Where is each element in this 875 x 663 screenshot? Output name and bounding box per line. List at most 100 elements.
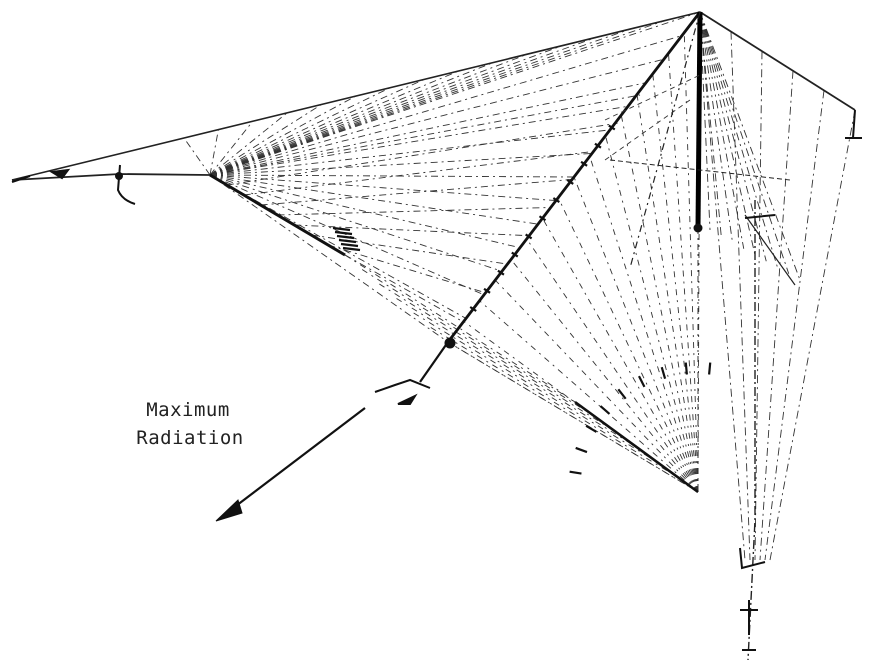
arc-tick	[708, 362, 712, 375]
diagonal-tick	[538, 215, 547, 222]
curtain-wire	[447, 341, 699, 493]
curtain-wire	[413, 312, 658, 463]
curtain-wire	[699, 11, 746, 561]
curtain-wire	[209, 95, 357, 176]
curtain-wire	[209, 82, 647, 176]
curtain-wire	[699, 11, 767, 262]
central-vertical-element	[695, 11, 703, 229]
right-curtain-wires	[699, 11, 856, 561]
right-diagonal-brace	[629, 11, 701, 269]
diagonal-tick	[511, 251, 519, 258]
curtain-wire	[209, 174, 539, 225]
curtain-wire	[379, 283, 617, 433]
curtain-wire	[542, 218, 699, 493]
curtain-wire	[327, 244, 483, 293]
curtain-wire	[209, 152, 593, 176]
left-feed-wire	[11, 173, 211, 181]
curtain-wire	[479, 300, 699, 493]
diagonal-tick	[497, 269, 505, 276]
curtain-wire	[209, 120, 254, 176]
curtain-wire	[699, 11, 745, 249]
curtain-wire	[759, 70, 794, 561]
curtain-wire	[209, 174, 449, 343]
curtain-wire	[526, 238, 699, 493]
curtain-wire	[396, 298, 637, 448]
curtain-wire	[209, 35, 683, 176]
curtain-wire	[754, 51, 763, 561]
diagonal-tick	[483, 287, 491, 294]
curtain-wire	[209, 174, 503, 272]
curtain-wire	[699, 11, 722, 237]
arc-tick	[660, 366, 667, 379]
curtain-wire	[620, 115, 699, 493]
diagonal-bottom-insulator	[374, 337, 456, 405]
curtain-wire	[636, 94, 699, 493]
curtain-wire	[430, 327, 678, 478]
curtain-wire	[510, 259, 699, 493]
curtain-wire	[243, 150, 596, 196]
curtain-wire	[361, 269, 596, 418]
right-hanging-wire	[747, 200, 756, 661]
feeder-tick	[336, 234, 355, 240]
left-anchor-insulator	[11, 168, 71, 183]
curtain-wire	[344, 254, 461, 321]
diagonal-tick	[594, 142, 602, 149]
curtain-wire	[209, 19, 666, 176]
curtain-wire	[209, 174, 575, 178]
curtain-wire	[699, 11, 790, 274]
feeder-tick	[338, 238, 357, 244]
curtain-wire	[209, 174, 557, 202]
arc-tick	[599, 405, 611, 415]
curtain-wire	[494, 279, 699, 493]
right-hanger-insulators	[693, 214, 776, 651]
curtain-wire	[209, 28, 632, 176]
curtain-wire	[668, 53, 699, 493]
ladder-ticks	[332, 124, 712, 475]
curtain-wire	[730, 31, 751, 561]
curtain-wire	[183, 137, 211, 176]
curtain-wire	[699, 11, 801, 281]
curtain-wire	[209, 94, 641, 176]
diagonal-tick	[469, 306, 477, 312]
right-end-insulator	[845, 109, 862, 139]
diagonal-tick	[566, 179, 574, 185]
curtain-wire	[344, 254, 576, 403]
curtain-wire	[209, 36, 597, 176]
curtain-wire	[260, 178, 573, 206]
arc-tick	[575, 446, 588, 454]
curtain-wire	[209, 129, 219, 176]
curtain-wire	[573, 176, 699, 493]
curtain-wire	[209, 174, 521, 249]
arc-tick	[684, 362, 688, 375]
radiation-direction-arrow	[215, 407, 366, 522]
right-lower-guy	[744, 214, 796, 286]
feeder-tick	[334, 230, 353, 236]
curtain-wire	[209, 174, 467, 319]
curtain-wire	[209, 61, 494, 176]
curtain-wire	[209, 129, 611, 176]
diagonal-tick	[525, 233, 533, 240]
curtain-wire	[699, 11, 778, 268]
curtain-wire	[699, 11, 733, 243]
radiation-label-line2: Radiation	[136, 427, 244, 449]
diagonal-tick	[552, 197, 560, 204]
curtain-wire	[209, 45, 563, 176]
curtain-wire	[209, 174, 485, 296]
curtain-wire	[209, 104, 322, 176]
lower-curtain-wires	[344, 11, 701, 493]
curtain-wire	[209, 11, 701, 176]
arc-tick	[617, 388, 627, 400]
curtain-wire	[557, 197, 699, 493]
feeder-tick	[332, 226, 351, 232]
lower-diagonal-element	[419, 341, 449, 383]
curtain-wire	[209, 78, 425, 176]
lower-curtain-edge	[574, 400, 699, 494]
curtain-wire	[589, 156, 699, 493]
top-catenary-wire	[11, 11, 701, 181]
curtain-wire	[294, 224, 528, 237]
arc-tick	[569, 470, 582, 475]
arc-tick	[585, 424, 597, 433]
left-apex-feeder	[209, 173, 346, 257]
curtain-wire	[226, 122, 618, 186]
